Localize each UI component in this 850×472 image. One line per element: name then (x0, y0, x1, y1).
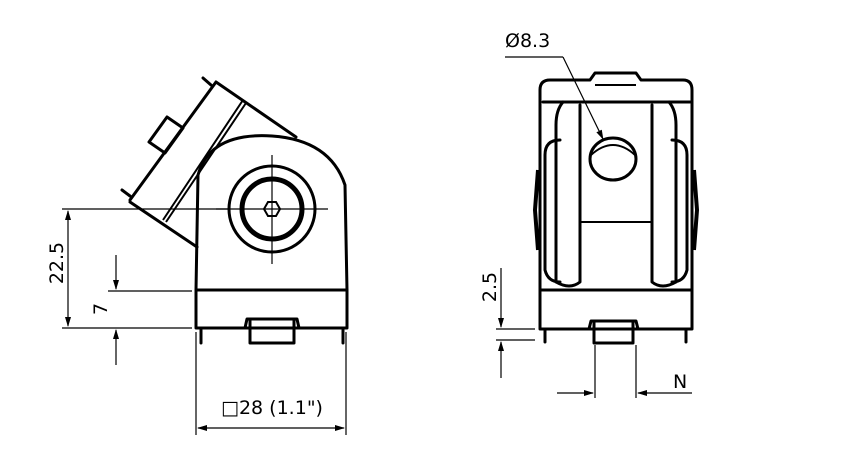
bottom-tab (243, 317, 301, 345)
bottom-tab (587, 319, 640, 345)
dim-height-label: 22.5 (46, 242, 68, 284)
body-outline (538, 71, 694, 292)
left-side (543, 138, 562, 284)
right-dimensions: Ø8.3 2.5 N (479, 30, 692, 398)
base-block (538, 288, 694, 331)
center-lines (216, 155, 328, 264)
feet (199, 328, 345, 345)
hole-inner (590, 144, 636, 156)
hole (588, 136, 638, 182)
head-outline (194, 134, 349, 292)
dim-hole-label: Ø8.3 (505, 30, 550, 52)
right-flange (650, 100, 678, 288)
dim-width-label: □28 (1.1") (221, 397, 323, 419)
angle-bracket-side-view (120, 76, 349, 345)
arm-clips (120, 76, 213, 198)
base-block (194, 288, 349, 330)
angle-bracket-front-view (532, 71, 700, 345)
left-edge (532, 169, 540, 251)
dim-slot-label: N (673, 371, 687, 393)
left-dimensions: 22.5 7 □28 (1.1") (46, 208, 347, 435)
right-side (670, 138, 689, 284)
angled-arm (128, 80, 298, 249)
dim-base-label: 7 (90, 303, 112, 315)
feet (543, 328, 688, 344)
arm-joint-line (162, 99, 247, 223)
right-edge (692, 169, 700, 251)
dim-foot-label: 2.5 (479, 272, 501, 302)
arm-slot (147, 115, 185, 155)
left-flange (554, 100, 582, 288)
